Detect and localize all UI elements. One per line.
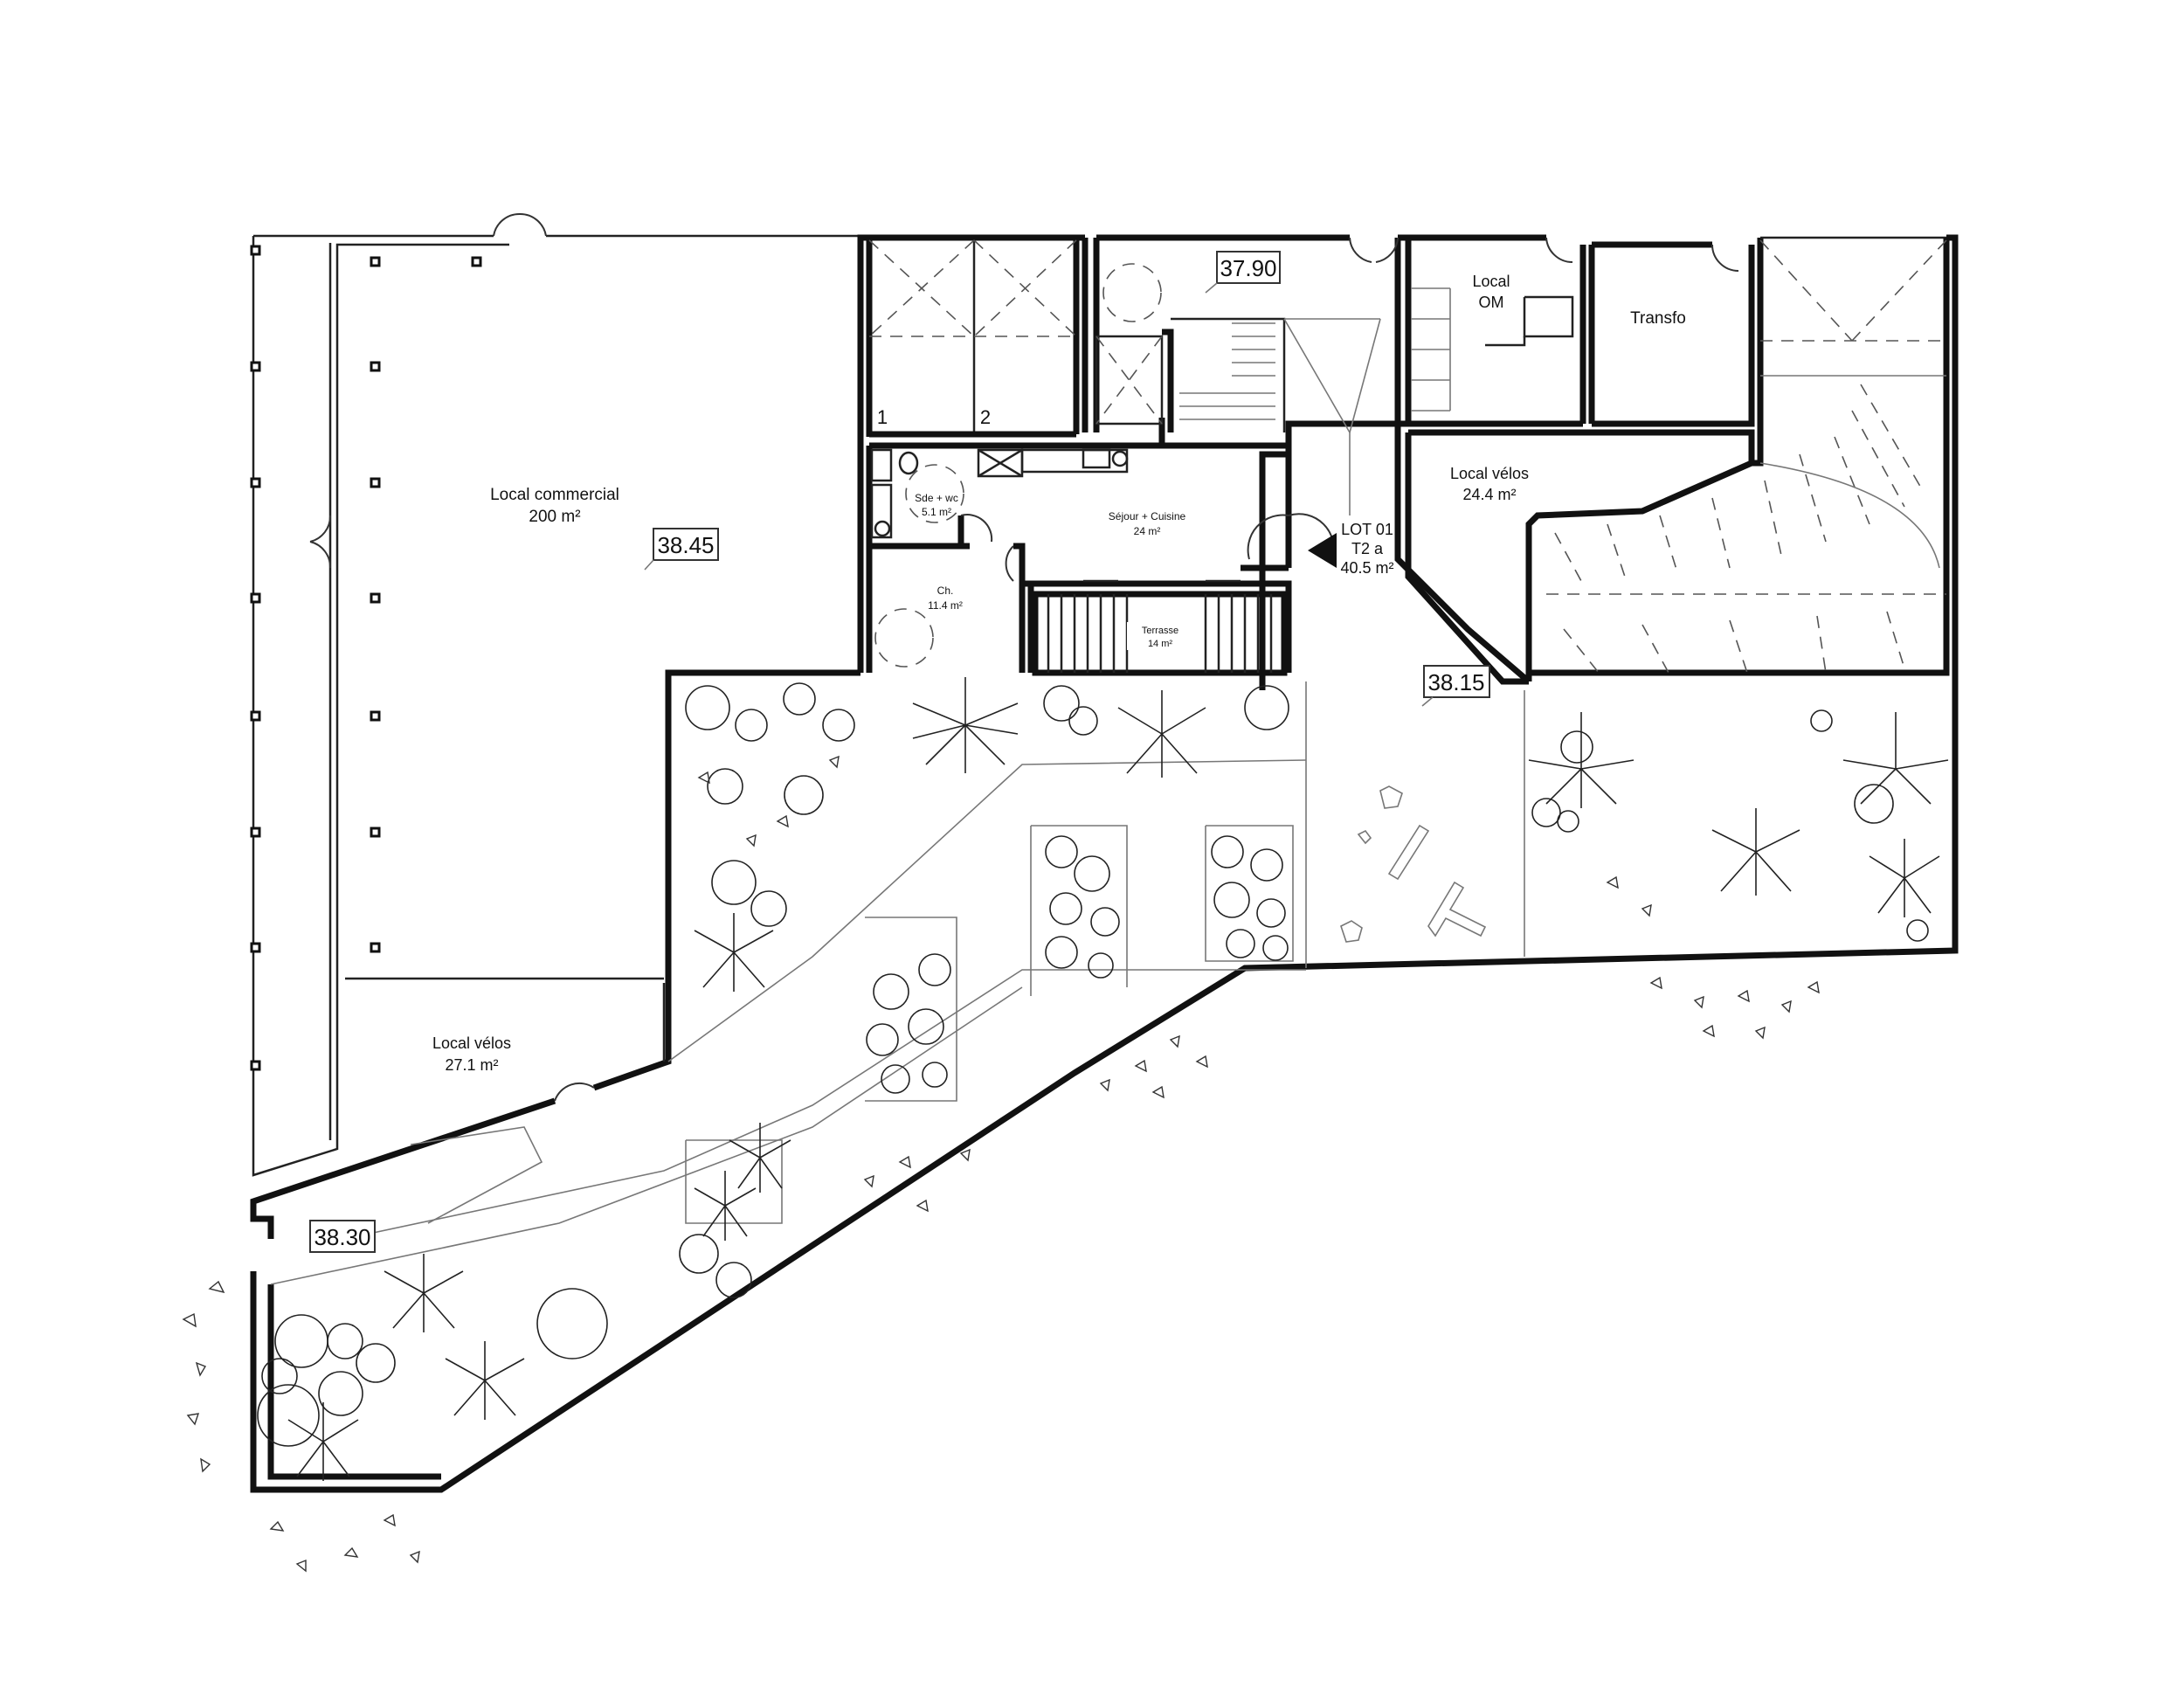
label-chambre-area: 11.4 m² <box>928 599 963 612</box>
level-courtyard-value: 38.15 <box>1427 669 1484 695</box>
label-parking-2: 2 <box>980 406 991 428</box>
label-lot-type: T2 a <box>1351 540 1384 557</box>
label-sejour-cuisine-name: Séjour + Cuisine <box>1109 510 1186 522</box>
room-labels: Local commercial 200 m² Local vélos 27.1… <box>432 273 1686 1074</box>
level-garden-value: 38.30 <box>314 1224 370 1250</box>
label-local-velos-east-area: 24.4 m² <box>1462 486 1516 503</box>
label-sde-wc-area: 5.1 m² <box>922 506 951 518</box>
apartment-fixtures <box>870 448 1288 676</box>
level-marker-hall: 37.90 <box>1205 251 1281 294</box>
om-room-shelves <box>1411 287 1574 412</box>
label-local-om-line1: Local <box>1472 273 1510 290</box>
vegetation <box>182 677 1949 1573</box>
label-terrasse-name: Terrasse <box>1142 626 1178 636</box>
label-local-velos-west-name: Local vélos <box>432 1034 511 1052</box>
label-lot-number: LOT 01 <box>1341 521 1393 538</box>
level-marker-courtyard: 38.15 <box>1421 665 1490 707</box>
parking-bays <box>866 238 1080 438</box>
label-local-commercial-name: Local commercial <box>490 486 619 504</box>
label-sde-wc-name: Sde + wc <box>915 492 958 504</box>
label-local-velos-east-name: Local vélos <box>1450 465 1529 482</box>
level-commercial-value: 38.45 <box>657 532 714 558</box>
stairwell <box>1095 263 1381 515</box>
level-marker-garden: 38.30 <box>309 1220 376 1253</box>
level-marker-commercial: 38.45 <box>644 528 719 571</box>
label-sejour-cuisine-area: 24 m² <box>1134 525 1161 537</box>
level-markers: 38.45 37.90 38.15 38.30 <box>309 251 1490 1253</box>
columns <box>250 245 482 1071</box>
label-local-om-line2: OM <box>1479 294 1504 311</box>
label-chambre-name: Ch. <box>937 585 954 597</box>
garden-paths <box>270 681 1525 1285</box>
east-ramp <box>1546 239 1947 674</box>
level-hall-value: 37.90 <box>1220 255 1276 281</box>
entry-arrow-icon <box>1308 533 1337 568</box>
label-terrasse-area: 14 m² <box>1148 639 1172 649</box>
label-transfo: Transfo <box>1630 309 1686 328</box>
label-local-velos-west-area: 27.1 m² <box>445 1056 498 1074</box>
label-parking-1: 1 <box>877 406 888 428</box>
label-lot-area: 40.5 m² <box>1340 559 1393 577</box>
label-local-commercial-area: 200 m² <box>529 508 580 526</box>
